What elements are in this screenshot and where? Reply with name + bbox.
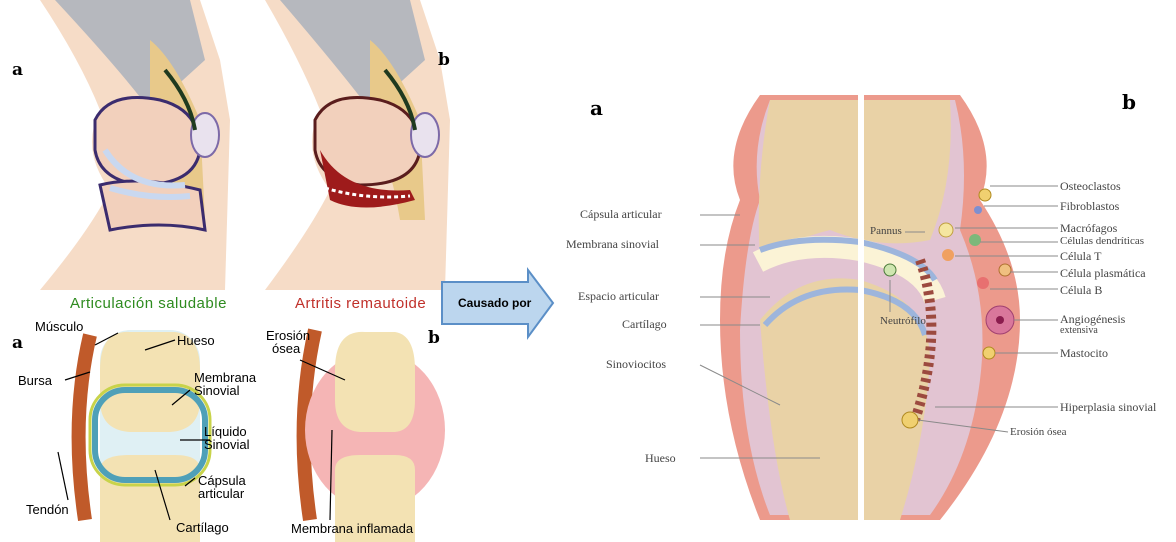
label-celula-t: Célula T	[1060, 250, 1101, 262]
label-cartilago-left: Cartílago	[176, 521, 229, 534]
label-pannus: Pannus	[870, 226, 902, 237]
panel-letter-top-a: a	[12, 62, 23, 79]
healthy-knee-illustration	[40, 0, 230, 290]
label-macrofagos: Macrófagos	[1060, 222, 1117, 234]
label-osteoclastos: Osteoclastos	[1060, 180, 1121, 192]
arthritic-knee-illustration	[265, 0, 450, 290]
label-cartilago-right: Cartílago	[622, 318, 667, 330]
panel-letter-mid-b: b	[428, 330, 440, 347]
label-membrana-inflamada: Membrana inflamada	[291, 522, 413, 535]
label-celula-b: Célula B	[1060, 284, 1102, 296]
causal-arrow-label: Causado por	[458, 297, 531, 309]
panel-letter-top-b: b	[438, 52, 450, 69]
inflamed-joint-diagram	[304, 330, 445, 542]
label-fibroblastos: Fibroblastos	[1060, 200, 1119, 212]
label-erosion-line2: ósea	[272, 342, 300, 355]
ra-joint-caption: Artritis remautoide	[295, 296, 426, 311]
synovial-joint-detail	[700, 95, 1058, 530]
label-capsula-line2: articular	[198, 487, 244, 500]
label-liquido-line2: Sinovial	[204, 438, 250, 451]
label-erosion-osea-right: Erosión ósea	[1010, 427, 1067, 438]
label-sinoviocitos: Sinoviocitos	[606, 358, 666, 370]
label-capsula-articular: Cápsula articular	[580, 208, 662, 220]
label-celula-plasmatica: Célula plasmática	[1060, 267, 1146, 279]
label-mastocito: Mastocito	[1060, 347, 1108, 359]
label-angiogenesis-line1: Angiogénesis	[1060, 313, 1125, 325]
label-hueso-left: Hueso	[177, 334, 215, 347]
panel-letter-right-b: b	[1122, 92, 1136, 112]
label-neutrofilo: Neutrófilo	[880, 316, 926, 327]
label-tendon: Tendón	[26, 503, 69, 516]
label-membrana-line2: Sinovial	[194, 384, 240, 397]
label-espacio-articular: Espacio articular	[578, 290, 659, 302]
label-angiogenesis-line2: extensiva	[1060, 326, 1098, 336]
label-musculo: Músculo	[35, 320, 83, 333]
label-celulas-dendriticas: Células dendríticas	[1060, 236, 1144, 247]
panel-letter-mid-a: a	[12, 335, 23, 352]
healthy-joint-diagram	[79, 330, 210, 542]
healthy-joint-caption: Articulación saludable	[70, 296, 227, 311]
label-hiperplasia-sinovial: Hiperplasia sinovial	[1060, 401, 1156, 413]
panel-letter-right-a: a	[590, 98, 603, 118]
label-bursa: Bursa	[18, 374, 52, 387]
label-membrana-sinovial: Membrana sinovial	[566, 238, 659, 250]
label-hueso-right: Hueso	[645, 452, 676, 464]
